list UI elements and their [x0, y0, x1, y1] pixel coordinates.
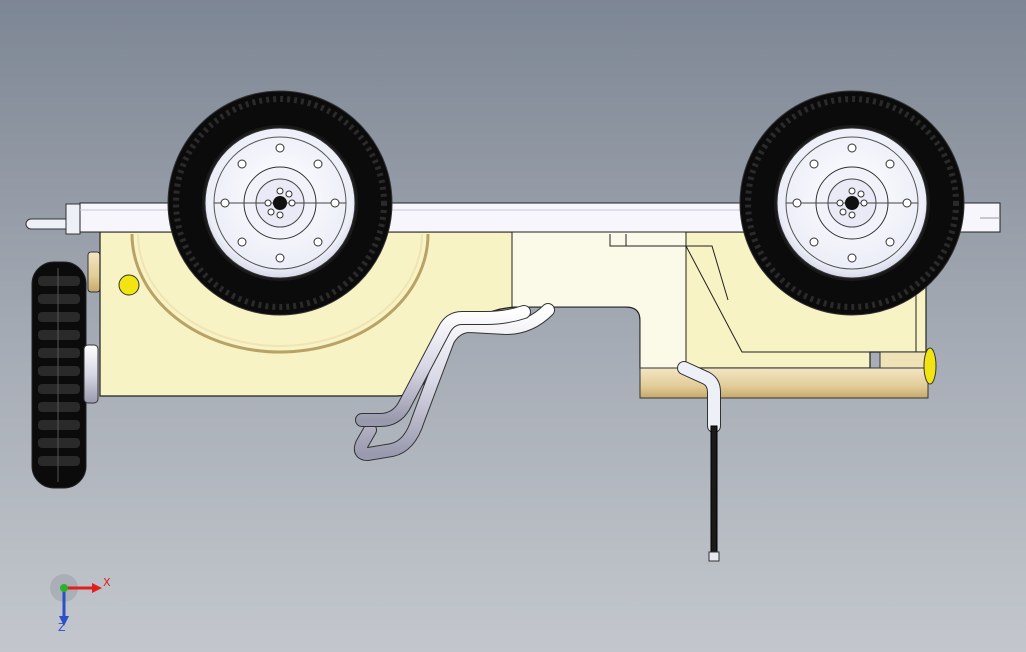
spare-tire-tread — [38, 276, 80, 466]
z-axis-label: Z — [58, 621, 66, 634]
x-axis-label: X — [103, 576, 111, 589]
axis-triad-graphic — [50, 574, 102, 626]
rear-wheel[interactable] — [167, 90, 393, 316]
front-wheel[interactable] — [739, 90, 965, 316]
axis-triad[interactable]: X Z — [50, 570, 120, 640]
exhaust-pipes — [353, 303, 555, 461]
shift-lever[interactable] — [677, 361, 721, 562]
fuel-cap[interactable] — [118, 274, 140, 296]
spare-tire[interactable] — [31, 261, 87, 489]
tow-hook[interactable] — [25, 203, 81, 235]
rear-wheel-rim — [204, 127, 356, 279]
front-wheel-rim — [776, 127, 928, 279]
spare-tire-mount — [83, 251, 101, 404]
y-axis-dot — [60, 584, 68, 592]
